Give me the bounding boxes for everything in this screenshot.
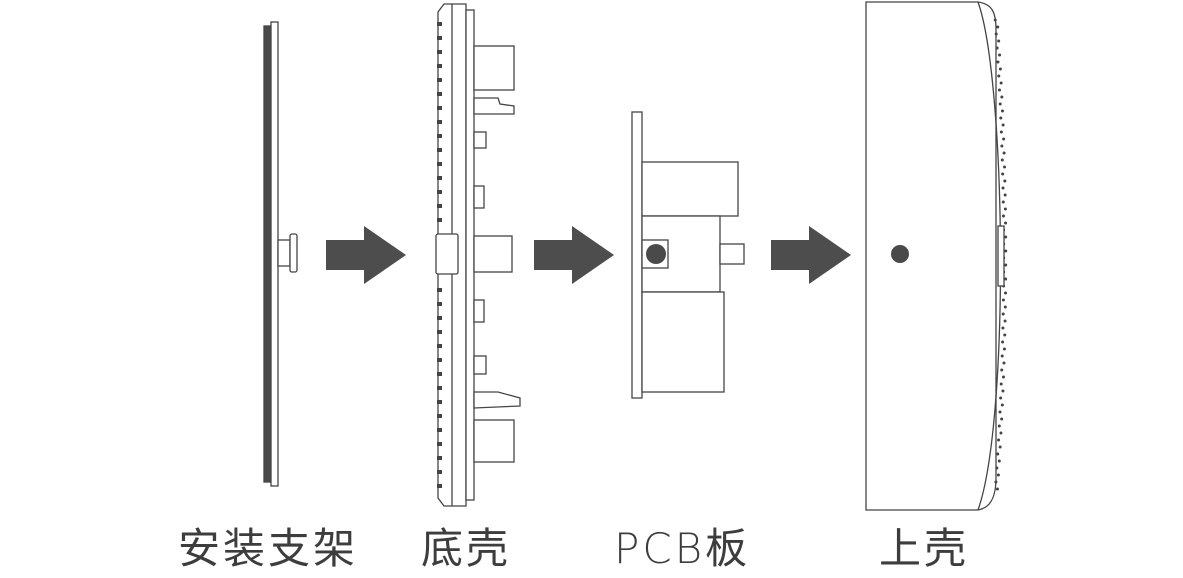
arrow-1 <box>326 226 406 284</box>
vent-slots <box>437 22 442 488</box>
label-top-shell: 上壳 <box>879 524 970 573</box>
mounting-bracket-part <box>263 21 298 487</box>
arrow-3 <box>771 226 851 284</box>
label-pcb-board: PCB板 <box>614 524 751 573</box>
label-mounting-bracket: 安装支架 <box>178 524 359 573</box>
top-shell-part <box>865 1 1008 511</box>
base-shell-part <box>435 3 521 507</box>
arrow-2 <box>534 226 614 284</box>
label-base-shell: 底壳 <box>421 524 512 573</box>
pcb-board-part <box>631 111 745 399</box>
